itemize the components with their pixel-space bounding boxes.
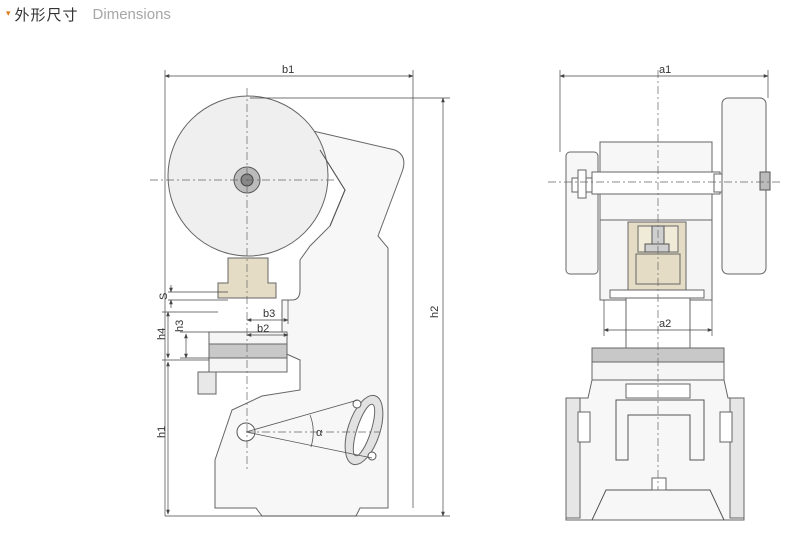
label-a1: a1	[659, 64, 671, 76]
side-view: b1 h2 S b3 b2 h3 h4 h1 α	[150, 64, 450, 517]
triangle-marker-icon: ▾	[6, 9, 11, 19]
label-h4: h4	[156, 328, 168, 340]
side-slide	[217, 257, 277, 299]
label-h3: h3	[174, 320, 186, 332]
label-h2: h2	[429, 306, 441, 318]
side-bolster-top	[208, 331, 288, 345]
front-base	[565, 379, 745, 521]
front-flywheel	[721, 97, 767, 275]
section-header: ▾ 外形尺寸 Dimensions	[6, 2, 171, 26]
label-b3: b3	[263, 308, 275, 320]
side-bolster	[208, 343, 288, 359]
label-a2: a2	[659, 318, 671, 330]
title-english: Dimensions	[92, 5, 171, 23]
front-view: a1 a2	[548, 64, 780, 521]
label-h1: h1	[156, 426, 168, 438]
label-b2: b2	[257, 323, 269, 335]
label-s: S	[158, 293, 170, 300]
title-chinese: 外形尺寸	[14, 5, 79, 24]
label-b1: b1	[282, 64, 294, 76]
label-alpha: α	[316, 427, 323, 439]
